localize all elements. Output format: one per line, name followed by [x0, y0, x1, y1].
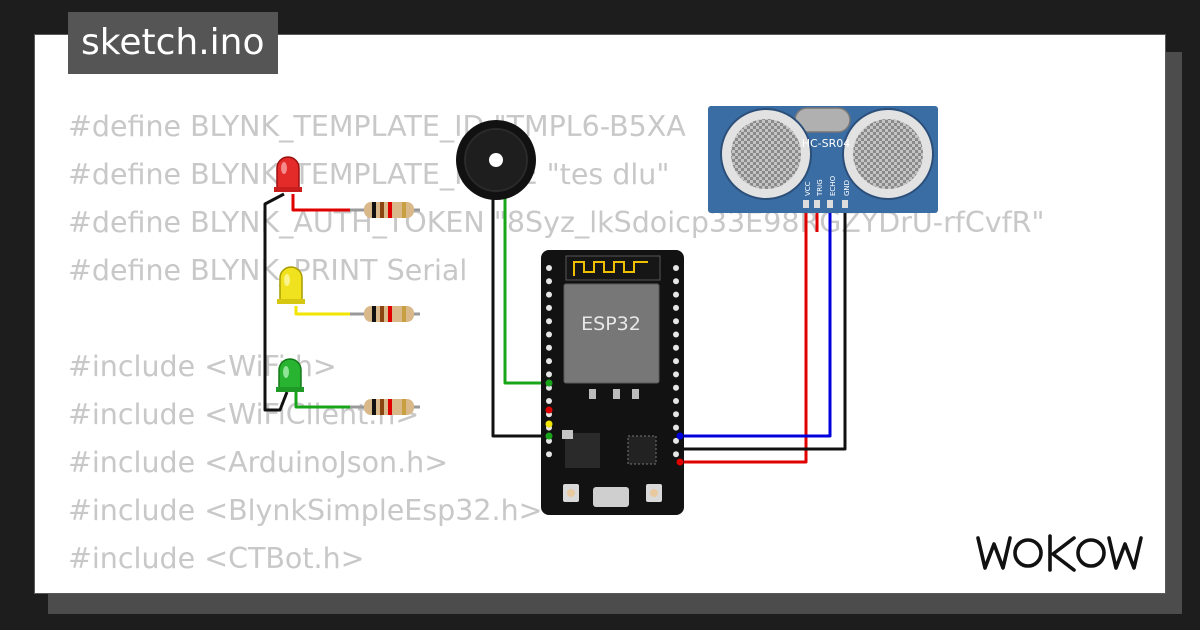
wire-sensor-gnd: [680, 205, 847, 451]
board-pin: [546, 344, 552, 351]
sensor-label: HC-SR04: [802, 137, 851, 150]
led-green[interactable]: [276, 358, 304, 392]
board-pin: [673, 451, 679, 458]
pin-label: VCC: [804, 181, 812, 196]
pin-label: TRIG: [816, 179, 824, 197]
code-line: #include <CTBot.h>: [68, 542, 365, 575]
chip-label: ESP32: [581, 313, 641, 335]
board-pin: [546, 278, 552, 285]
esp32-board[interactable]: ESP32: [541, 250, 684, 515]
board-pin: [673, 331, 679, 338]
board-pin: [546, 318, 552, 325]
wire-green-led: [294, 392, 360, 409]
buzzer[interactable]: [456, 120, 536, 200]
board-pin: [546, 398, 552, 404]
board-pin: [546, 291, 552, 298]
board-pin: [673, 344, 679, 351]
wokwi-logo: [976, 534, 1143, 572]
ultrasonic-sensor[interactable]: HC-SR04 VCC TRIG ECHO GND: [708, 106, 938, 213]
resistor[interactable]: [350, 202, 420, 218]
resistor[interactable]: [350, 306, 420, 322]
led-yellow[interactable]: [277, 266, 305, 304]
board-pin: [673, 358, 679, 365]
code-line: #include <BlynkSimpleEsp32.h>: [68, 494, 543, 527]
led-red[interactable]: [274, 156, 302, 192]
board-pin: [673, 318, 679, 325]
resistor[interactable]: [350, 399, 420, 415]
board-pin: [673, 424, 679, 431]
board-pin: [673, 371, 679, 378]
wire-sensor-echo: [680, 205, 832, 438]
board-pin: [546, 358, 552, 365]
pin-label: GND: [843, 180, 851, 196]
board-pin: [673, 278, 679, 285]
wire-sensor-vcc: [680, 205, 808, 464]
board-pin: [673, 411, 679, 418]
code-line: #include <ArduinoJson.h>: [68, 446, 449, 479]
code-line: #define BLYNK_TEMPLATE_ID "TMPL6-B5XA: [68, 110, 686, 143]
wire-endpoints: [545, 379, 684, 466]
board-pin: [673, 398, 679, 404]
code-line: #include <WiFi.h>: [68, 350, 337, 383]
board-pin: [546, 451, 552, 458]
board-pin: [546, 265, 552, 271]
wire-buzzer-gnd: [491, 160, 549, 438]
code-preview: #define BLYNK_TEMPLATE_ID "TMPL6-B5XA #d…: [68, 103, 1045, 583]
board-pin: [673, 437, 679, 444]
wire-buzzer-signal: [503, 160, 549, 385]
board-pin: [546, 304, 552, 311]
board-pin: [546, 371, 552, 378]
pin-label: ECHO: [829, 175, 837, 196]
file-name-tab[interactable]: sketch.ino: [68, 12, 279, 74]
board-pin: [546, 331, 552, 338]
board-pin: [546, 384, 552, 391]
board-pin: [673, 384, 679, 391]
board-pin: [673, 291, 679, 298]
wire-yellow-led: [294, 306, 360, 316]
board-pin: [673, 304, 679, 311]
wire-red-led: [291, 194, 360, 212]
wire-led-ground: [263, 192, 289, 412]
pin-header-left: [546, 265, 552, 458]
pin-header-right: [673, 265, 679, 458]
board-pin: [673, 265, 679, 271]
board-pin: [546, 437, 552, 444]
